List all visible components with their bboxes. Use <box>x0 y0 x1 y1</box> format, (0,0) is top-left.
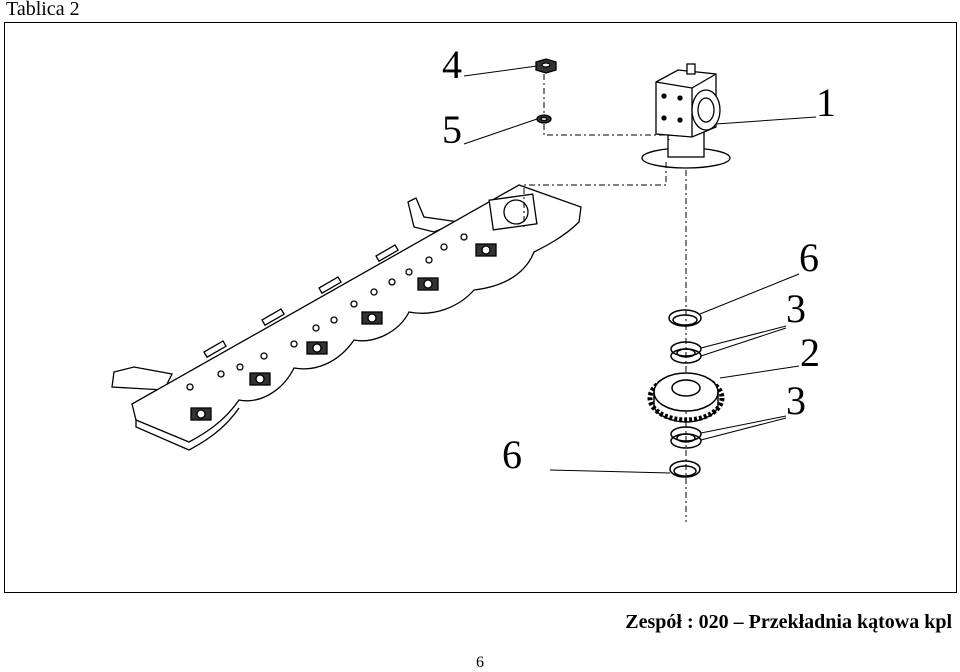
gearbox <box>641 63 731 169</box>
gear <box>647 372 725 423</box>
snap-ring-upper <box>668 309 702 327</box>
callout-4: 4 <box>442 42 462 87</box>
assembly-drawing: 4 5 1 6 3 2 3 6 <box>111 42 836 522</box>
callout-6-lower: 6 <box>502 432 522 477</box>
bearing-lower <box>670 426 702 449</box>
mount-hole <box>503 199 529 225</box>
callout-5: 5 <box>442 107 462 152</box>
edge-tab <box>318 276 342 295</box>
page-number: 6 <box>476 654 484 671</box>
washer <box>536 114 552 124</box>
callout-1: 1 <box>816 80 836 125</box>
nut <box>535 58 557 74</box>
cutter-bar <box>111 184 582 451</box>
assembly-caption: Zespół : 020 – Przekładnia kątowa kpl <box>625 611 952 633</box>
edge-tab <box>261 308 285 327</box>
edge-tab <box>375 244 399 263</box>
drawing-frame <box>4 22 957 593</box>
disc-hubs <box>190 243 497 421</box>
callout-2: 2 <box>800 330 820 375</box>
page-title: Tablica 2 <box>6 0 80 20</box>
center-lines <box>523 74 687 522</box>
main-plate <box>131 184 582 443</box>
bolt-holes <box>186 233 468 391</box>
snap-ring-lower <box>669 460 701 478</box>
callout-6-upper: 6 <box>799 235 819 280</box>
callout-3-lower: 3 <box>786 378 806 423</box>
left-bracket <box>111 366 173 391</box>
leader-lines <box>463 65 817 474</box>
edge-tab <box>203 340 227 359</box>
callout-3-upper: 3 <box>786 286 806 331</box>
